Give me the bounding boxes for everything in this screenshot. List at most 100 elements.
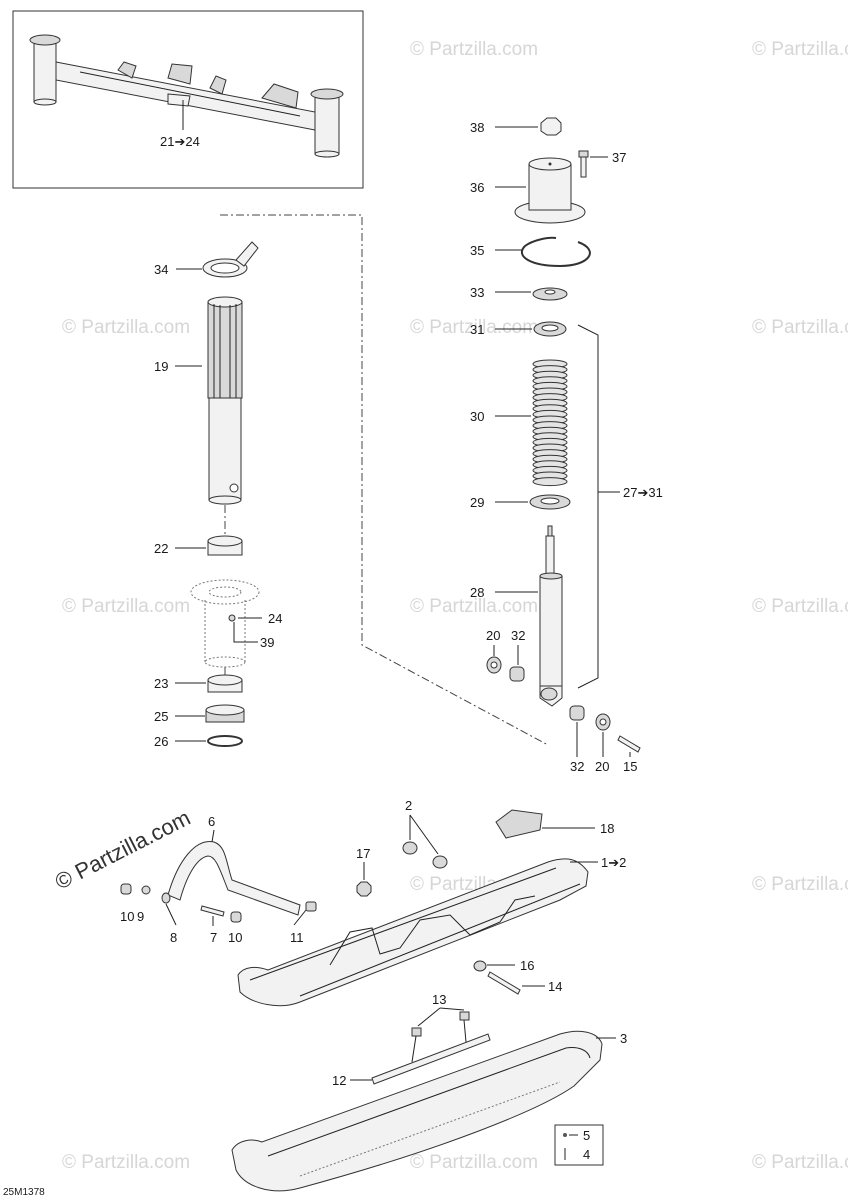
shock-body: [539, 575, 563, 687]
watermark: © Partzilla.com: [410, 317, 538, 338]
left-spindle-housing: [29, 34, 61, 106]
callout-17: 17: [356, 846, 370, 861]
leader-line: [417, 1007, 441, 1027]
bracket-lower: [167, 93, 191, 107]
crossmember-inset: 21➔24: [12, 10, 364, 189]
part-30-spring: [532, 359, 568, 487]
retainer-hole: [541, 324, 559, 332]
watermark: © Partzilla.com: [410, 1152, 538, 1173]
callout-10: 10: [120, 909, 134, 924]
part-28-shock: [539, 525, 563, 707]
ski-body: [237, 858, 589, 1007]
washer-hole: [490, 661, 498, 669]
assembly-relation-line: [220, 214, 549, 746]
washer-hole: [544, 289, 556, 295]
stopper-hole: [210, 262, 240, 274]
watermark: © Partzilla.com: [410, 39, 538, 60]
bolt-shank: [580, 156, 587, 178]
part-29-washer: [529, 494, 571, 510]
callout-38: 38: [470, 120, 484, 135]
callout-1-2: 1➔2: [601, 855, 626, 870]
leader-line: [439, 1007, 465, 1011]
callout-24: 24: [268, 611, 282, 626]
bushing-top: [207, 674, 243, 686]
callout-34: 34: [154, 262, 168, 277]
grease-fitting: [228, 614, 236, 622]
watermark: © Partzilla.com: [752, 874, 848, 895]
callout-6: 6: [208, 814, 215, 829]
part-12-runner: [371, 1019, 491, 1085]
ghost-bore: [208, 586, 242, 598]
part-16-washer: [473, 960, 487, 972]
callout-22: 22: [154, 541, 168, 556]
skin-edge: [267, 1047, 591, 1157]
ghost-housing: [190, 579, 260, 668]
bracket: [209, 75, 227, 95]
spindle-top: [207, 296, 243, 308]
leader-line: [165, 903, 177, 926]
callout-32: 32: [511, 628, 525, 643]
callout-26: 26: [154, 734, 168, 749]
part-31-retainer: [533, 321, 567, 337]
callout-31: 31: [470, 322, 484, 337]
legend-box: [554, 1124, 604, 1166]
callout-37: 37: [612, 150, 626, 165]
part-13-nut: [459, 1011, 470, 1021]
group-bracket: [577, 324, 599, 689]
part-37-bolt: [578, 150, 589, 178]
part-38-nut: [540, 117, 562, 136]
washer-hole: [599, 718, 607, 726]
tube-highlight: [79, 71, 301, 117]
shock-thread: [547, 525, 553, 537]
callout-33: 33: [470, 285, 484, 300]
watermark: © Partzilla.com: [62, 1152, 190, 1173]
right-spindle-housing: [310, 88, 344, 158]
part-14-bolt: [487, 971, 521, 995]
ski-assembly: 6 10 9 8 7 10 11 2 18 17: [120, 798, 627, 1192]
spindle-assembly: 34 19 22: [154, 241, 282, 749]
ski-ribs: [329, 895, 536, 966]
spindle-hole: [229, 483, 239, 493]
callout-5: 5: [583, 1128, 590, 1143]
runner-bar: [371, 1033, 491, 1085]
housing-bottom: [33, 98, 57, 106]
callout-19: 19: [154, 359, 168, 374]
part-26-circlip: [207, 735, 243, 747]
callout-20: 20: [486, 628, 500, 643]
ghost-bottom: [204, 656, 246, 668]
cup-center: [548, 162, 552, 166]
callout-8: 8: [170, 930, 177, 945]
housing-bottom: [314, 150, 340, 158]
callout-29: 29: [470, 495, 484, 510]
callout-25: 25: [154, 709, 168, 724]
callout-23: 23: [154, 676, 168, 691]
hardware-legend: 5 4: [554, 1124, 604, 1166]
leader-line: [293, 909, 307, 926]
callout-27-31: 27➔31: [623, 485, 663, 500]
part-33-washer: [532, 287, 568, 301]
bolt-head: [578, 150, 589, 158]
bracket: [167, 63, 193, 85]
callout-11: 11: [290, 930, 304, 945]
part-23-bushing: [207, 674, 243, 693]
watermark: © Partzilla.com: [752, 317, 848, 338]
watermark: © Partzilla.com: [752, 1152, 848, 1173]
part-3-ski-skin: [231, 1030, 603, 1192]
part-35-clip: [521, 236, 591, 268]
callout-12: 12: [332, 1073, 346, 1088]
callout-13: 13: [432, 992, 446, 1007]
watermark: © Partzilla.com: [62, 317, 190, 338]
bushing-top: [207, 535, 243, 547]
part-6-handle: [167, 841, 301, 916]
shock-assembly: 38 37 36 35 33: [470, 117, 663, 774]
shock-eye: [540, 687, 558, 701]
part-32-bushing: [569, 705, 585, 721]
skin-body: [231, 1030, 603, 1192]
spindle-splined: [207, 301, 243, 399]
handle-body: [167, 841, 301, 916]
washer-hole: [540, 497, 560, 505]
callout-7: 7: [210, 930, 217, 945]
spindle-shaft: [208, 397, 242, 501]
watermark-layer: © Partzilla.com © Partzilla.com © Partzi…: [51, 39, 848, 1173]
